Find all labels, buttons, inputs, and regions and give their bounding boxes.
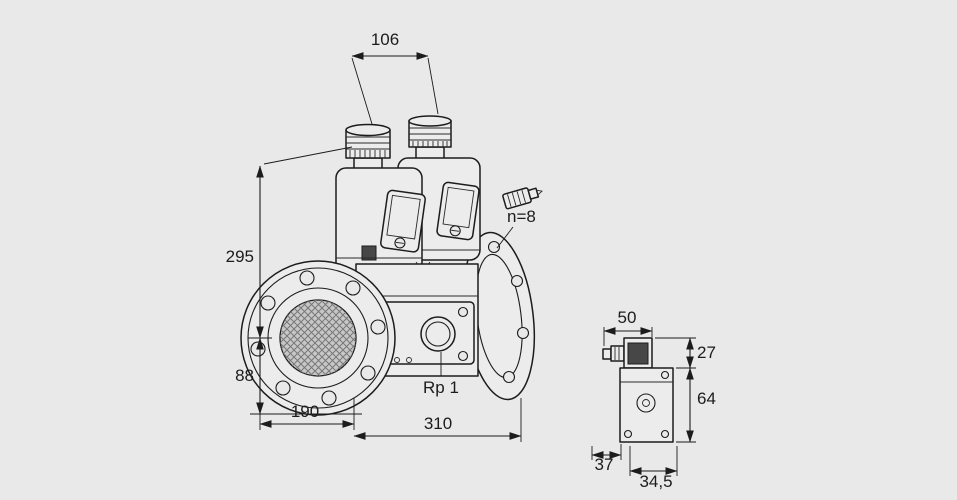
dimension-310: 310 (353, 398, 522, 442)
solenoid-actuator-left (335, 123, 431, 275)
plate-screw (457, 306, 469, 318)
dim-label-88: 88 (235, 366, 254, 385)
dimension-64: 64 (676, 367, 716, 443)
port-label: Rp 1 (423, 378, 459, 397)
side-body (619, 367, 674, 443)
dimension-34-5: 34,5 (629, 446, 678, 491)
port-callout-rp1: Rp 1 (423, 352, 459, 397)
dim-label-50: 50 (618, 308, 637, 327)
test-nipple-fitting (502, 187, 543, 210)
main-view-double-solenoid-valve: 106 295 88 190 310 Rp 1 n (226, 30, 543, 442)
inlet-flange (240, 260, 396, 416)
dimension-106: 106 (351, 30, 439, 125)
plate-screw (457, 350, 469, 362)
dimension-190: 190 (259, 398, 355, 430)
dimension-295-88: 295 88 (226, 146, 362, 415)
bolt-count-label: n=8 (507, 207, 536, 226)
dim-label-27: 27 (697, 343, 716, 362)
side-view-solenoid-valve: 50 27 64 37 34,5 (591, 308, 716, 491)
flange-bolt-hole (487, 240, 501, 254)
dimension-27: 27 (655, 337, 716, 369)
din-connector (623, 337, 653, 369)
bolt-count-callout: n=8 (496, 207, 536, 249)
dim-label-310: 310 (424, 414, 452, 433)
dim-label-34-5: 34,5 (639, 472, 672, 491)
dim-label-64: 64 (697, 389, 716, 408)
dimension-37: 37 (591, 444, 622, 474)
coil-terminal (361, 245, 377, 261)
flange-bolt-hole (516, 326, 530, 340)
dim-label-37: 37 (595, 455, 614, 474)
flange-bolt-hole (502, 370, 516, 384)
flange-bolt-hole (510, 274, 524, 288)
valve-body (355, 263, 479, 377)
cable-gland-screw (602, 345, 625, 362)
dim-label-190: 190 (291, 402, 319, 421)
dimension-50: 50 (603, 308, 653, 346)
dim-label-295: 295 (226, 247, 254, 266)
dim-label-106: 106 (371, 30, 399, 49)
